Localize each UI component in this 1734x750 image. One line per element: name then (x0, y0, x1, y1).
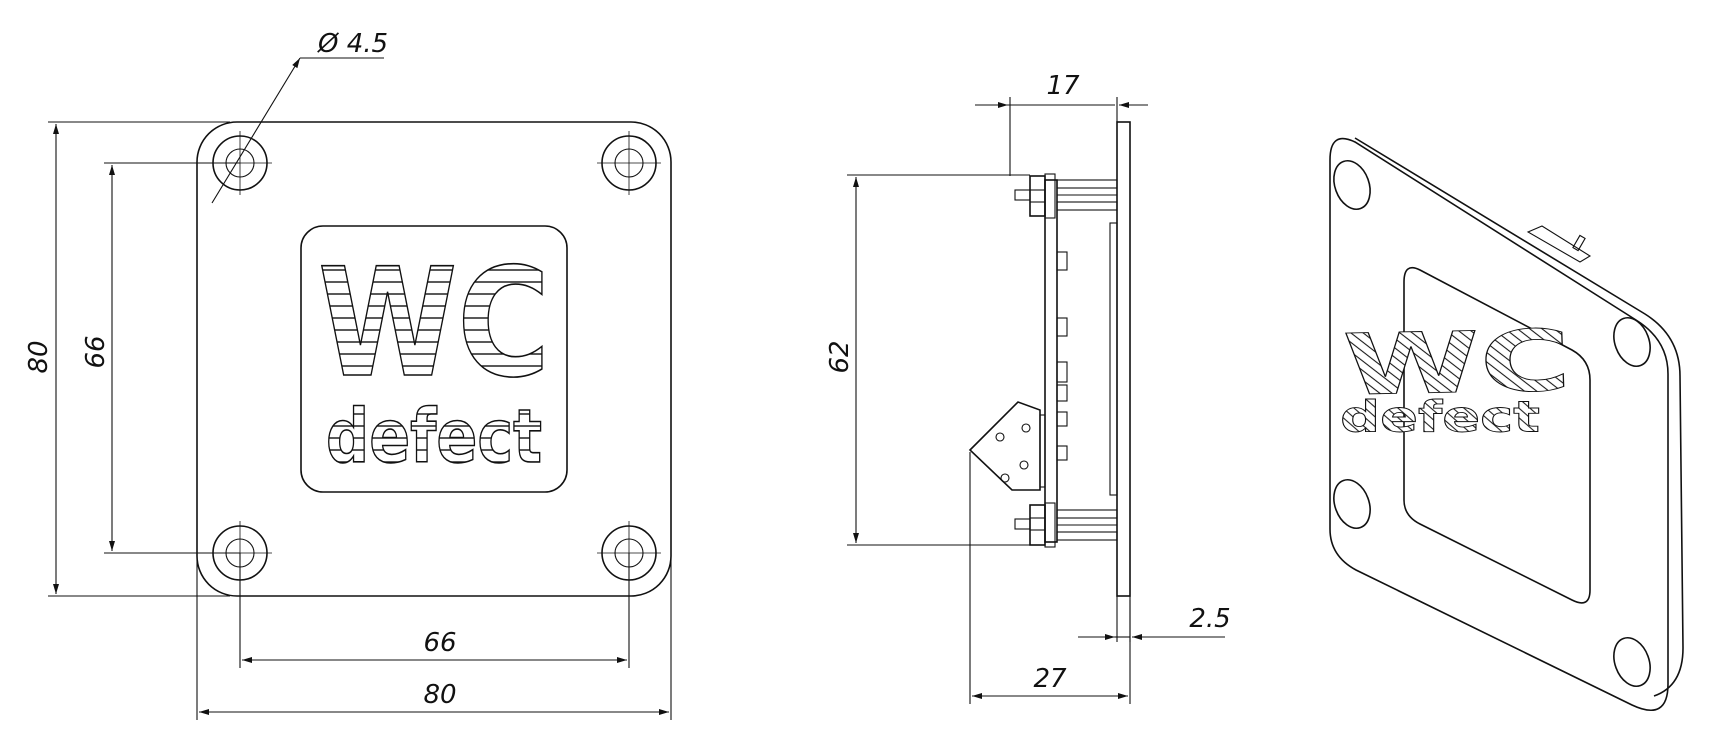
dim-plate-thickness-label: 2.5 (1189, 604, 1230, 634)
iso-sign-wc-text: WC (1342, 313, 1573, 415)
side-connector (968, 401, 1046, 491)
side-view: 17 62 2.5 27 (825, 71, 1231, 704)
standoff-bottom (1056, 509, 1118, 541)
side-pcb-board (1044, 179, 1058, 543)
side-front-plate (1116, 121, 1131, 597)
sign-wc-text: WC (318, 237, 550, 411)
dim-standoff-label: 17 (1046, 71, 1080, 101)
hole-diameter-callout: Ø 4.5 (211, 29, 388, 204)
dim-height-holes: 66 (81, 162, 240, 554)
iso-plate (1329, 137, 1669, 712)
hole-diameter-label: Ø 4.5 (317, 29, 388, 59)
standoff-top (1056, 179, 1118, 211)
iso-view: WC defect (1329, 137, 1684, 712)
nut-bottom (1014, 502, 1056, 548)
front-plate (196, 121, 672, 597)
sign-defect-text: defect (326, 394, 542, 480)
dim-standoff: 17 (975, 71, 1148, 176)
dim-total-depth-label: 27 (1033, 664, 1067, 694)
nut-top (1014, 173, 1056, 219)
iso-sign-panel (1403, 266, 1591, 604)
dim-plate-thickness: 2.5 (1078, 596, 1231, 642)
dim-width-outer-label: 80 (423, 680, 456, 710)
dim-hole-spacing: 62 (825, 174, 1030, 546)
dim-width-holes: 66 (239, 553, 630, 668)
dim-width-outer: 80 (196, 560, 672, 720)
hole-top-right (597, 131, 661, 195)
iso-hole-2 (1613, 316, 1651, 368)
dim-total-depth: 27 (969, 452, 1131, 704)
dim-height-outer: 80 (24, 121, 230, 597)
dim-height-outer-label: 80 (24, 340, 54, 373)
dim-hole-spacing-label: 62 (825, 340, 855, 373)
dim-height-holes-label: 66 (81, 335, 111, 368)
iso-sign-defect-text: defect (1340, 392, 1540, 442)
dim-width-holes-label: 66 (423, 628, 456, 658)
front-view: WC defect Ø 4.5 80 66 66 (24, 29, 672, 720)
iso-hole-4 (1613, 636, 1651, 688)
iso-hole-3 (1333, 478, 1371, 530)
sign-panel (300, 225, 568, 493)
iso-hole-1 (1333, 159, 1371, 211)
